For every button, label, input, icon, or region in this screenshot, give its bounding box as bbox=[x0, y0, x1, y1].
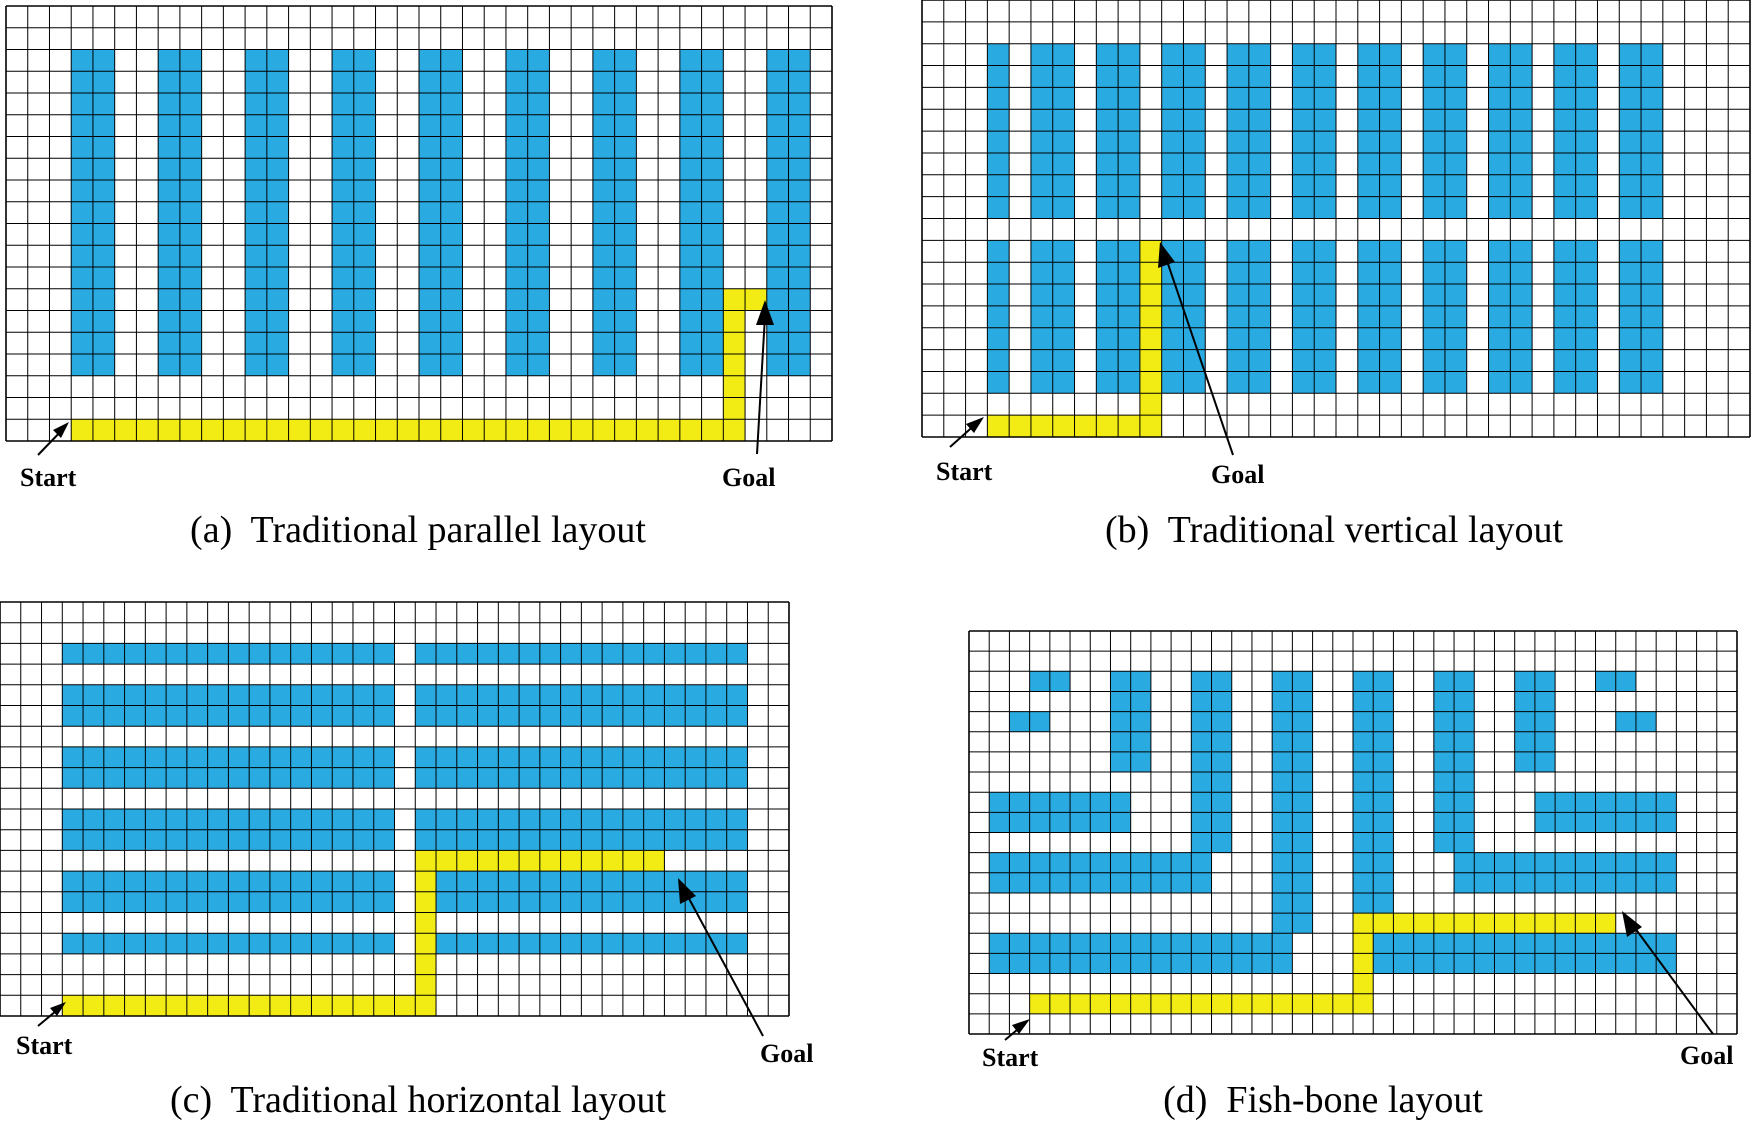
panel-a-goal-arrowhead bbox=[756, 300, 774, 325]
panel-d-goal-label: Goal bbox=[1680, 1041, 1733, 1070]
panel-b: Start Goal (b) Traditional vertical layo… bbox=[921, 0, 1751, 551]
panel-d-caption: (d) Fish-bone layout bbox=[1163, 1079, 1483, 1121]
path-segment bbox=[723, 288, 746, 441]
panel-d-start-arrowhead bbox=[1012, 1019, 1030, 1034]
panel-c: Start Goal (c) Traditional horizontal la… bbox=[0, 601, 813, 1121]
panel-a-goal-label: Goal bbox=[722, 463, 775, 492]
panel-b-start-arrowhead bbox=[966, 417, 984, 433]
panel-c-start-label: Start bbox=[16, 1031, 73, 1060]
path-segment bbox=[1029, 993, 1374, 1014]
path-segment bbox=[71, 419, 746, 441]
panel-d-goal-arrow bbox=[1631, 923, 1714, 1035]
panel-c-gridlines bbox=[0, 601, 790, 1017]
panel-a-gridlines bbox=[5, 5, 833, 442]
panel-a: Start Goal (a) Traditional parallel layo… bbox=[5, 5, 833, 551]
panel-b-caption: (b) Traditional vertical layout bbox=[1105, 509, 1563, 551]
panel-b-goal-label: Goal bbox=[1211, 460, 1264, 489]
shelf-block bbox=[987, 240, 1010, 394]
panel-d-goal-arrowhead bbox=[1622, 911, 1642, 937]
panel-c-goal-arrow bbox=[685, 892, 764, 1037]
panel-c-caption: (c) Traditional horizontal layout bbox=[170, 1079, 666, 1121]
panel-d-gridlines bbox=[968, 630, 1738, 1035]
panel-d-shelves bbox=[989, 671, 1677, 974]
path-segment bbox=[1139, 240, 1162, 437]
panel-c-goal-arrowhead bbox=[678, 878, 696, 904]
panel-a-start-arrowhead bbox=[53, 422, 69, 438]
path-segment bbox=[1353, 913, 1616, 934]
panel-a-start-label: Start bbox=[20, 463, 77, 492]
panel-b-goal-arrow bbox=[1165, 257, 1234, 456]
panel-c-goal-label: Goal bbox=[760, 1039, 813, 1068]
panel-a-goal-arrow bbox=[756, 315, 766, 455]
panel-b-start-label: Start bbox=[936, 457, 993, 486]
panel-d-start-label: Start bbox=[982, 1043, 1039, 1072]
panel-b-gridlines bbox=[921, 0, 1751, 438]
panel-d: Start Goal (d) Fish-bone layout bbox=[968, 630, 1738, 1121]
panel-b-goal-arrowhead bbox=[1158, 242, 1175, 268]
panel-c-start-arrowhead bbox=[50, 1002, 66, 1016]
panel-a-caption: (a) Traditional parallel layout bbox=[190, 509, 646, 551]
